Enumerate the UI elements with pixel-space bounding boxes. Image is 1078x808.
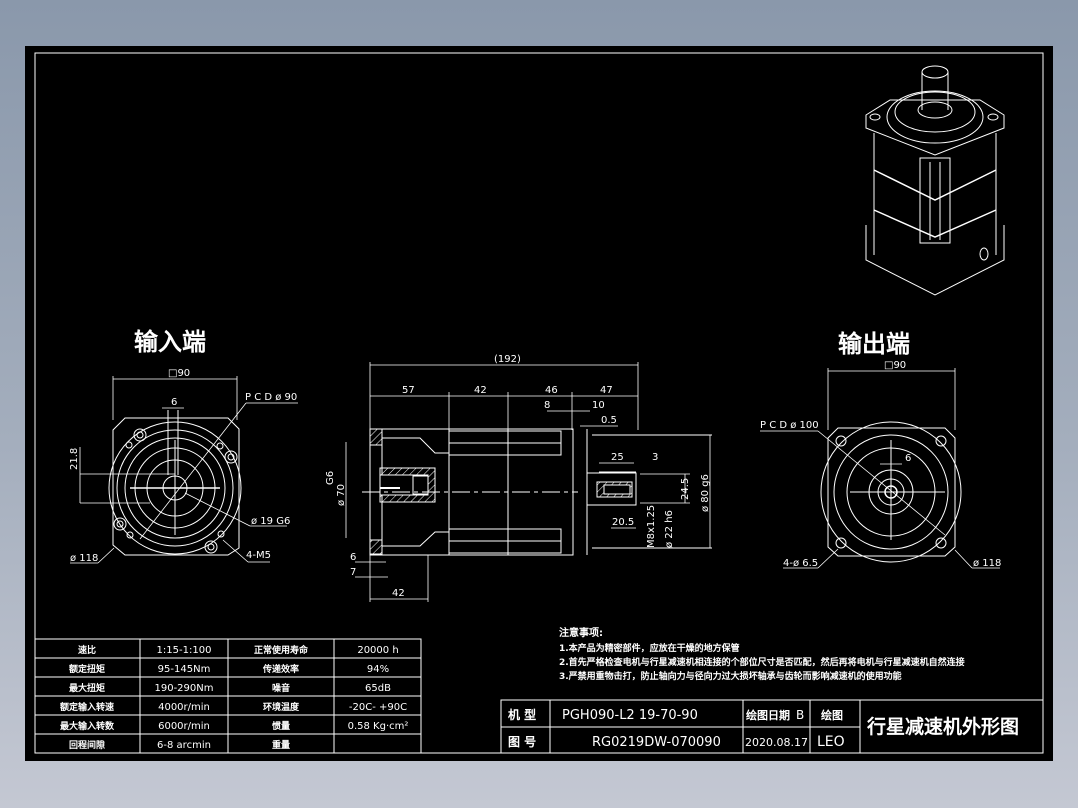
svg-text:0.5: 0.5 [601, 415, 617, 426]
svg-text:4-ø 6.5: 4-ø 6.5 [783, 558, 818, 569]
svg-text:机 型: 机 型 [508, 707, 536, 722]
svg-text:10: 10 [592, 400, 605, 411]
svg-text:ø 80 g6: ø 80 g6 [700, 474, 711, 512]
svg-text:重量: 重量 [272, 739, 290, 751]
svg-text:6: 6 [350, 552, 356, 563]
svg-text:最大扭矩: 最大扭矩 [69, 682, 105, 694]
svg-text:(192): (192) [494, 354, 521, 365]
svg-text:6000r/min: 6000r/min [158, 721, 210, 732]
svg-text:传递效率: 传递效率 [262, 663, 299, 675]
svg-text:P C D ø 90: P C D ø 90 [245, 392, 297, 403]
svg-text:3.严禁用重物击打，防止轴向力与径向力过大损坏轴承与齿轮而影: 3.严禁用重物击打，防止轴向力与径向力过大损坏轴承与齿轮而影响减速机的使用功能 [559, 670, 902, 682]
svg-text:2.首先严格检查电机与行星减速机相连接的个部位尺寸是否匹配，: 2.首先严格检查电机与行星减速机相连接的个部位尺寸是否匹配，然后再将电机与行星减… [559, 656, 965, 668]
svg-text:回程间隙: 回程间隙 [69, 739, 105, 751]
svg-text:94%: 94% [367, 664, 389, 675]
svg-text:ø 19 G6: ø 19 G6 [251, 516, 290, 527]
notes: 注意事项: 1.本产品为精密部件，应放在干燥的地方保管 2.首先严格检查电机与行… [559, 626, 965, 682]
svg-text:47: 47 [600, 385, 613, 396]
svg-text:B: B [796, 708, 804, 722]
isometric-view [865, 65, 1005, 296]
svg-text:65dB: 65dB [365, 683, 391, 694]
spec-table: 速比 1:15-1:100 正常使用寿命 20000 h 额定扭矩 95-145… [34, 638, 422, 754]
svg-text:□90: □90 [168, 368, 190, 379]
side-view: (192) 57 42 46 47 8 10 0.5 [325, 354, 712, 602]
svg-text:0.58 Kg·cm²: 0.58 Kg·cm² [348, 721, 409, 732]
svg-text:42: 42 [392, 588, 405, 599]
svg-text:G6: G6 [325, 471, 336, 485]
drawing-title: 行星减速机外形图 [866, 715, 1019, 738]
svg-text:24.5: 24.5 [680, 478, 691, 500]
svg-text:95-145Nm: 95-145Nm [158, 664, 211, 675]
svg-text:ø 118: ø 118 [70, 553, 98, 564]
svg-text:P C D ø 100: P C D ø 100 [760, 420, 819, 431]
input-end-label: 输入端 [134, 328, 206, 356]
svg-text:噪音: 噪音 [272, 682, 290, 694]
svg-text:速比: 速比 [78, 644, 96, 656]
svg-text:ø 70: ø 70 [336, 484, 347, 506]
svg-text:额定扭矩: 额定扭矩 [69, 663, 105, 675]
svg-text:4-M5: 4-M5 [246, 550, 271, 561]
svg-text:190-290Nm: 190-290Nm [154, 683, 213, 694]
svg-text:ø 118: ø 118 [973, 558, 1001, 569]
svg-text:57: 57 [402, 385, 415, 396]
svg-text:6: 6 [171, 397, 177, 408]
svg-text:PGH090-L2 19-70-90: PGH090-L2 19-70-90 [562, 708, 698, 723]
svg-text:绘图: 绘图 [821, 708, 843, 722]
svg-text:RG0219DW-070090: RG0219DW-070090 [592, 735, 721, 750]
svg-text:21.8: 21.8 [69, 448, 80, 470]
svg-text:绘图日期: 绘图日期 [746, 708, 790, 722]
svg-text:最大输入转数: 最大输入转数 [60, 720, 115, 732]
output-end-view: 输出端 □90 6 P C D ø 100 4-ø 6.5 ø 118 [760, 330, 1001, 569]
svg-text:6: 6 [905, 453, 911, 464]
svg-text:20.5: 20.5 [612, 517, 634, 528]
svg-text:惯量: 惯量 [272, 720, 290, 732]
svg-text:7: 7 [350, 567, 356, 578]
svg-text:20000 h: 20000 h [357, 645, 398, 656]
svg-text:□90: □90 [884, 360, 906, 371]
svg-text:图 号: 图 号 [508, 734, 536, 749]
title-block: 机 型 PGH090-L2 19-70-90 图 号 RG0219DW-0700… [500, 699, 1044, 754]
input-end-view: 输入端 □90 6 21.8 [69, 328, 298, 564]
svg-text:1.本产品为精密部件，应放在干燥的地方保管: 1.本产品为精密部件，应放在干燥的地方保管 [559, 642, 740, 654]
svg-text:额定输入转速: 额定输入转速 [60, 701, 114, 713]
svg-text:3: 3 [652, 452, 658, 463]
output-end-label: 输出端 [838, 330, 910, 358]
svg-text:46: 46 [545, 385, 558, 396]
svg-text:6-8 arcmin: 6-8 arcmin [157, 740, 211, 751]
svg-text:4000r/min: 4000r/min [158, 702, 210, 713]
svg-text:LEO: LEO [817, 734, 845, 750]
svg-text:-20C- +90C: -20C- +90C [349, 702, 407, 713]
svg-text:ø 22 h6: ø 22 h6 [664, 510, 675, 548]
svg-text:环境温度: 环境温度 [263, 701, 300, 713]
svg-text:M8x1.25: M8x1.25 [646, 505, 657, 548]
svg-text:42: 42 [474, 385, 487, 396]
svg-text:1:15-1:100: 1:15-1:100 [157, 645, 212, 656]
svg-text:25: 25 [611, 452, 624, 463]
svg-text:2020.08.17: 2020.08.17 [745, 736, 808, 749]
svg-text:8: 8 [544, 400, 550, 411]
svg-text:注意事项:: 注意事项: [559, 626, 603, 639]
drawing-sheet [25, 46, 1053, 761]
svg-text:正常使用寿命: 正常使用寿命 [254, 644, 309, 656]
